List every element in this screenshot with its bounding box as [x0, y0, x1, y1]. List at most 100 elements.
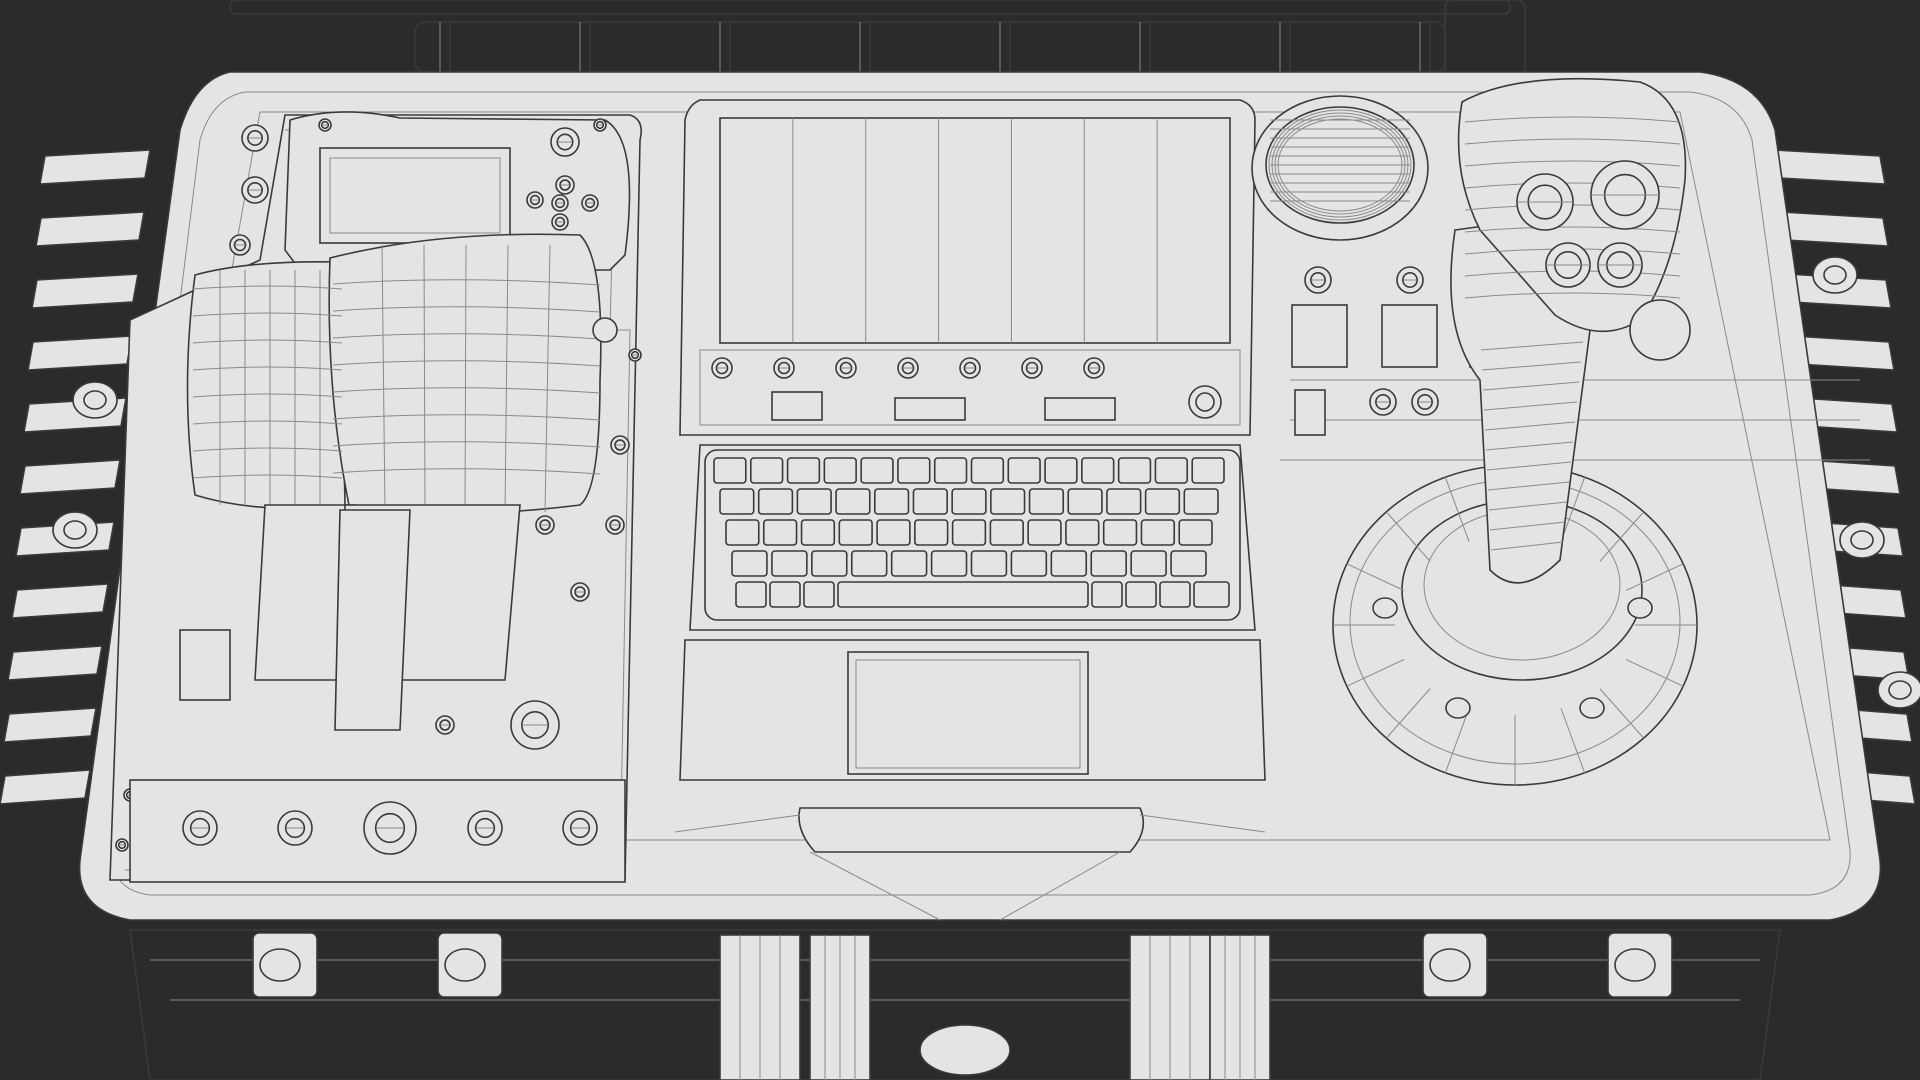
side-fin	[1780, 211, 1889, 247]
joystick-base-mesh	[1560, 707, 1586, 773]
throttle-mesh-line	[332, 387, 601, 394]
joystick-mesh	[1464, 138, 1681, 145]
keyboard-key	[771, 550, 808, 577]
keyboard-key	[811, 550, 848, 577]
joystick-base-screw	[1627, 597, 1653, 619]
side-bolt	[1839, 521, 1885, 559]
keyboard-key	[1050, 550, 1088, 577]
keyboard-key	[1106, 488, 1142, 515]
throttle-mesh-line	[332, 414, 601, 421]
throttle-mesh-line	[423, 244, 426, 513]
throttle-lever-icon	[179, 233, 618, 731]
bottom-knob	[189, 817, 211, 839]
screw	[554, 216, 566, 228]
screw	[595, 120, 605, 130]
side-bolt	[1850, 530, 1874, 550]
joystick-mesh	[1481, 361, 1582, 371]
side-fins-left	[0, 149, 151, 805]
keyboard-key	[731, 550, 768, 577]
side-fin	[35, 211, 145, 247]
screw	[117, 840, 127, 850]
keyboard-key	[970, 550, 1008, 577]
bottom-knob	[474, 817, 496, 839]
screw	[554, 197, 566, 209]
side-bolt	[83, 390, 107, 410]
keyboard-key	[951, 519, 987, 546]
keyboard-key	[1170, 550, 1207, 577]
throttle-mesh-line	[332, 468, 601, 475]
keyboard-key	[1081, 457, 1115, 484]
side-fin	[3, 707, 97, 743]
throttle-mesh-line	[192, 447, 343, 452]
display-panel-icon	[679, 99, 1256, 436]
joystick-base-mesh	[1346, 658, 1405, 687]
throttle-mesh-line	[192, 339, 343, 344]
keyboard-key	[897, 457, 931, 484]
front-button	[777, 361, 791, 375]
keyboard-key	[786, 457, 821, 484]
joystick-icon	[1332, 77, 1698, 786]
panel-knob	[520, 710, 549, 739]
case-hinge	[1614, 948, 1656, 982]
keyboard-key	[803, 581, 835, 608]
side-fin	[19, 459, 121, 495]
case-body-lower	[129, 929, 1781, 1080]
throttle-mesh-line	[332, 360, 601, 367]
side-fin	[27, 335, 133, 371]
toggle-switch	[1310, 272, 1326, 288]
keyboard-key	[823, 457, 857, 484]
side-bolt	[1877, 671, 1920, 709]
throttle-mesh-line	[332, 441, 601, 448]
keyboard-key	[1044, 457, 1078, 484]
throttle-mesh-line	[192, 393, 343, 398]
screw	[247, 130, 263, 146]
front-button	[1025, 361, 1039, 375]
case-hinge	[1607, 932, 1673, 998]
screw	[556, 133, 574, 151]
joystick-base-mesh	[1444, 707, 1470, 773]
bottom-knob	[569, 817, 591, 839]
front-button	[1087, 361, 1101, 375]
toggle-switch	[1402, 272, 1418, 288]
side-fin	[7, 645, 103, 681]
joystick-mesh	[1488, 501, 1568, 511]
touchpad-icon	[674, 639, 1266, 921]
front-button	[963, 361, 977, 375]
joystick-mesh	[1489, 521, 1566, 531]
keyboard-key	[1091, 581, 1123, 608]
side-bolt	[63, 520, 87, 540]
keyboard-key	[850, 550, 888, 577]
keyboard-key	[1065, 519, 1100, 546]
joystick-base-mesh	[1625, 658, 1684, 687]
keyboard-key	[1178, 519, 1213, 546]
keyboard-key	[914, 519, 949, 546]
joystick-base-mesh	[1625, 563, 1684, 592]
side-fins-right	[1774, 149, 1920, 805]
keyboard-key	[1191, 457, 1225, 484]
joystick-mesh	[1464, 226, 1681, 233]
keyboard-key	[796, 488, 832, 515]
side-bolt	[72, 381, 118, 419]
joystick-mesh	[1482, 381, 1580, 391]
side-bolt	[1812, 256, 1858, 294]
keyboard-key	[719, 488, 755, 515]
side-fin	[0, 769, 91, 805]
keyboard-key	[970, 457, 1005, 484]
joystick-base-mesh	[1385, 688, 1431, 739]
throttle-mesh-line	[381, 244, 386, 513]
joystick-base-mesh	[1560, 477, 1586, 543]
throttle-mesh-line	[464, 244, 467, 513]
keyboard-key	[769, 581, 801, 608]
keyboard-key	[1159, 581, 1191, 608]
toggle-switch	[1417, 394, 1433, 410]
case-latch	[919, 1024, 1011, 1076]
joystick-mesh	[1487, 481, 1570, 491]
screw	[439, 719, 451, 731]
joystick-base-mesh	[1599, 511, 1645, 562]
joystick-mesh	[1490, 541, 1564, 551]
throttle-mesh-line	[332, 333, 601, 340]
throttle-mesh-line	[192, 474, 343, 479]
keyboard-key	[735, 581, 767, 608]
screw	[559, 179, 571, 191]
